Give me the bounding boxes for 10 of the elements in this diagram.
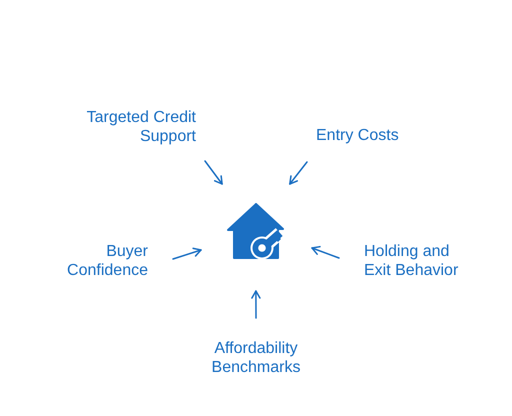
node-label: Entry Costs (316, 126, 400, 145)
node-label: Buyer Confidence (66, 242, 148, 280)
arrow (172, 248, 202, 260)
node-label: Affordability Benchmarks (210, 339, 302, 377)
arrow (204, 160, 223, 185)
arrow (251, 290, 261, 319)
node-label: Holding and Exit Behavior (364, 242, 460, 280)
arrow (311, 246, 340, 259)
node-label: Targeted Credit Support (86, 108, 196, 146)
arrow (289, 161, 308, 185)
